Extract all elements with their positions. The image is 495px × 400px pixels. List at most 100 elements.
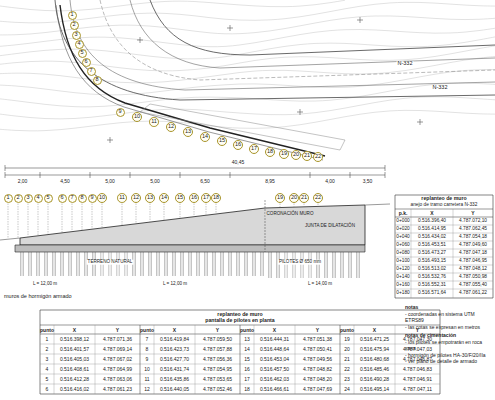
callout-circle: 11: [117, 193, 127, 203]
callout-circle: 2: [70, 21, 79, 30]
table-cell: 0+140: [396, 275, 409, 280]
dimension-label: 8,95: [264, 179, 276, 184]
note-text: - coordenadas en sistema UTM ETRS89: [405, 311, 491, 324]
pile: [285, 252, 287, 278]
table-cell: 0.516.405,03: [60, 357, 89, 362]
table-cell: 4.787.047,03: [403, 347, 432, 352]
table-cell: 0.516.396,40: [418, 219, 446, 224]
callout-circle: 20: [289, 193, 299, 203]
dimension-tick: [90, 172, 91, 178]
contour-line: [0, 97, 495, 119]
table-cell: 0.516.453,04: [260, 357, 289, 362]
table-title: anejo de tramo carretera N-332: [411, 203, 478, 208]
table-cell: 0.516.485,46: [360, 367, 389, 372]
callout-number: 12: [133, 195, 139, 201]
table-rule: [295, 325, 296, 394]
table-cell: 0+100: [396, 259, 409, 264]
table-cell: 0.516.571,64: [418, 291, 446, 296]
callout-circle: 5: [44, 194, 53, 203]
leader-line: [206, 204, 207, 215]
table-rule: [254, 325, 255, 394]
table-cell: 11: [144, 377, 149, 382]
annotation-label: CORONACIÓN MURO: [266, 212, 315, 217]
table-rule: [453, 209, 454, 298]
table-cell: 0.516.427,70: [160, 357, 189, 362]
table-cell: 4.787.046,91: [403, 377, 432, 382]
road-edge: [150, 0, 495, 55]
callout-number: 18: [267, 149, 273, 155]
callout-circle: 20: [291, 150, 301, 160]
table-cell: 0.516.466,61: [260, 387, 289, 392]
callout-number: 8: [95, 77, 98, 83]
pile: [69, 252, 71, 276]
wall-section: [20, 205, 365, 245]
callout-circle: 18: [265, 147, 275, 157]
table-rule: [395, 273, 493, 274]
pile: [277, 252, 279, 278]
table-cell: 4.787.048,12: [459, 267, 487, 272]
callout-number: 13: [147, 195, 153, 201]
table-cell: 10: [144, 367, 150, 372]
pile: [77, 252, 79, 276]
table-title: pantalla de pilotes en planta: [205, 318, 274, 323]
table-rule: [395, 281, 493, 282]
table-cell: 16: [244, 367, 250, 372]
table-cell: 4.787.047,18: [459, 251, 487, 256]
table-rule: [54, 325, 55, 394]
callout-number: 11: [119, 195, 125, 201]
callout-circle: 3: [72, 31, 81, 40]
table-cell: 4.787.047,30: [403, 337, 432, 342]
dimension-tick: [230, 172, 231, 178]
table-cell: 4.787.051,38: [303, 337, 332, 342]
table-cell: 0.516.480,68: [360, 357, 389, 362]
table-cell: 0.516.457,50: [260, 367, 289, 372]
pile: [45, 252, 47, 276]
dimension-tick: [385, 172, 386, 178]
pile: [205, 252, 207, 276]
table-rule: [154, 325, 155, 394]
callout-circle: 15: [217, 136, 227, 146]
callout-number: 10: [134, 114, 140, 120]
callout-number: 14: [161, 195, 167, 201]
table-cell: 4: [46, 367, 49, 372]
dimension-line: [5, 175, 385, 176]
table-rule: [354, 325, 355, 394]
leader-line: [82, 204, 83, 230]
callout-number: 3: [26, 195, 29, 201]
table-cell: 0.516.475,94: [360, 347, 389, 352]
grid-cross: [230, 25, 231, 31]
leader-line: [294, 204, 295, 207]
table-header: Y: [416, 327, 419, 332]
callout-circle: 13: [183, 127, 193, 137]
table-cell: 18: [244, 387, 250, 392]
callout-circle: 22: [313, 152, 323, 162]
pile: [141, 252, 143, 276]
table-header: Y: [471, 211, 474, 216]
table-cell: 0+040: [396, 235, 409, 240]
table-rule: [240, 325, 241, 394]
callout-circle: 2: [14, 194, 23, 203]
pile: [341, 252, 343, 278]
callout-circle: 11: [149, 117, 159, 127]
leader-line: [102, 204, 103, 228]
pile: [333, 252, 335, 278]
pile-length-label: L = 12,00 m: [32, 282, 58, 287]
table-header: punto: [240, 327, 254, 332]
table-rule: [411, 209, 412, 298]
table-cell: 0.516.440,05: [160, 387, 189, 392]
table-cell: 4.787.056,36: [203, 357, 232, 362]
callout-circle: 10: [97, 193, 107, 203]
table-cell: 0.516.552,31: [418, 283, 446, 288]
callout-number: 10: [99, 195, 105, 201]
pile: [261, 252, 263, 276]
table-header: X: [73, 327, 76, 332]
table-header: punto: [40, 327, 54, 332]
callout-number: 18: [213, 195, 219, 201]
callout-number: 4: [36, 195, 39, 201]
dimension-tick: [5, 172, 6, 178]
table-cell: 0+080: [396, 251, 409, 256]
dimension-tick: [350, 172, 351, 178]
callout-number: 19: [281, 151, 287, 157]
leader-line: [28, 204, 29, 237]
table-cell: 0.516.448,64: [260, 347, 289, 352]
